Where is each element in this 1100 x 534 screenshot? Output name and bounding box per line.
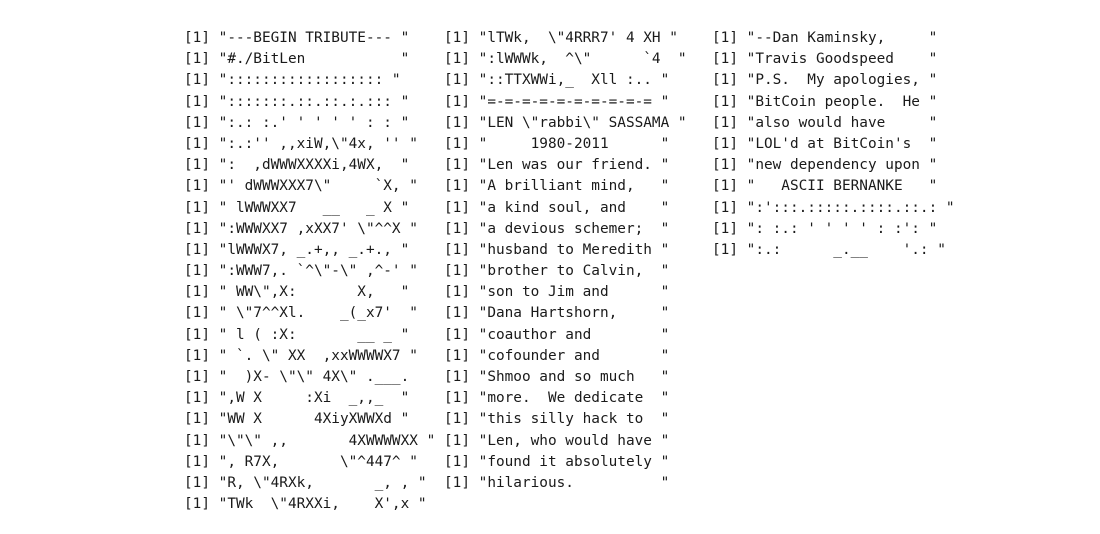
output-line: [1] "a devious schemer; " bbox=[444, 220, 670, 237]
output-line: [1] "TWk \"4RXXi, X',x " bbox=[184, 496, 427, 513]
output-line: [1] ",W X :Xi _,,_ " bbox=[184, 390, 410, 407]
output-line: [1] "coauthor and " bbox=[444, 326, 670, 343]
output-line: [1] " \"7^^Xl. _(_x7' " bbox=[184, 305, 418, 322]
output-column-2: [1] "lTWk, \"4RRR7' 4 XH " [1] ":lWWWk, ^… bbox=[444, 28, 687, 494]
output-line: [1] " ASCII BERNANKE " bbox=[712, 178, 938, 195]
output-line: [1] " lWWWXX7 __ _ X " bbox=[184, 199, 410, 216]
output-line: [1] "' dWWWXXX7\" `X, " bbox=[184, 178, 418, 195]
output-line: [1] "husband to Meredith " bbox=[444, 241, 670, 258]
output-line: [1] ": ,dWWWXXXXi,4WX, " bbox=[184, 157, 410, 174]
output-line: [1] "--Dan Kaminsky, " bbox=[712, 30, 938, 46]
output-line: [1] "Len, who would have " bbox=[444, 432, 670, 449]
output-line: [1] "Shmoo and so much " bbox=[444, 369, 670, 385]
output-line: [1] "\"\" ,, 4XWWWWXX " bbox=[184, 432, 436, 449]
output-line: [1] ":::::::.::.::.:.::: " bbox=[184, 93, 410, 110]
output-line: [1] "LEN \"rabbi\" SASSAMA " bbox=[444, 114, 687, 131]
output-line: [1] "this silly hack to " bbox=[444, 411, 670, 428]
output-line: [1] "lTWk, \"4RRR7' 4 XH " bbox=[444, 30, 678, 46]
output-line: [1] ", R7X, \"^447^ " bbox=[184, 453, 418, 470]
output-line: [1] " )X- \"\" 4X\" .___. bbox=[184, 369, 410, 385]
output-line: [1] " l ( :X: __ _ " bbox=[184, 326, 410, 343]
output-line: [1] ":.: _.__ '.: " bbox=[712, 241, 946, 258]
output-line: [1] "more. We dedicate " bbox=[444, 390, 670, 407]
output-column-3: [1] "--Dan Kaminsky, " [1] "Travis Goodsp… bbox=[712, 28, 955, 261]
output-line: [1] "R, \"4RXk, _, , " bbox=[184, 474, 427, 491]
output-line: [1] ":.:'' ,,xiW,\"4x, '' " bbox=[184, 135, 418, 152]
output-line: [1] "son to Jim and " bbox=[444, 284, 670, 301]
output-line: [1] "also would have " bbox=[712, 114, 938, 131]
output-line: [1] "Len was our friend. " bbox=[444, 157, 670, 174]
output-line: [1] "a kind soul, and " bbox=[444, 199, 670, 216]
output-line: [1] "P.S. My apologies, " bbox=[712, 72, 938, 89]
output-line: [1] "Travis Goodspeed " bbox=[712, 51, 938, 68]
output-line: [1] "new dependency upon " bbox=[712, 157, 938, 174]
output-line: [1] "LOL'd at BitCoin's " bbox=[712, 135, 938, 152]
output-line: [1] "::TTXWWi,_ Xll :.. " bbox=[444, 72, 670, 89]
output-line: [1] "cofounder and " bbox=[444, 347, 670, 364]
output-line: [1] "brother to Calvin, " bbox=[444, 263, 670, 280]
output-column-1: [1] "---BEGIN TRIBUTE--- " [1] "#./BitLen… bbox=[184, 28, 435, 515]
output-line: [1] "WW X 4XiyXWWXd " bbox=[184, 411, 410, 428]
output-line: [1] ":':::.:::::.::::.::.: " bbox=[712, 199, 955, 216]
output-line: [1] ":WWW7,. `^\"-\" ,^-' " bbox=[184, 263, 418, 280]
output-line: [1] "Dana Hartshorn, " bbox=[444, 305, 670, 322]
output-line: [1] " `. \" XX ,xxWWWWX7 " bbox=[184, 347, 418, 364]
output-line: [1] "A brilliant mind, " bbox=[444, 178, 670, 195]
output-line: [1] "BitCoin people. He " bbox=[712, 93, 938, 110]
output-line: [1] "#./BitLen " bbox=[184, 51, 410, 68]
output-line: [1] " 1980-2011 " bbox=[444, 135, 670, 152]
output-line: [1] "lWWWX7, _.+,, _.+., " bbox=[184, 241, 410, 258]
output-line: [1] ": :.: ' ' ' ' : :': " bbox=[712, 220, 938, 237]
output-line: [1] ":WWWXX7 ,xXX7' \"^^X " bbox=[184, 220, 418, 237]
output-line: [1] ":lWWWk, ^\" `4 " bbox=[444, 51, 687, 68]
output-line: [1] ":::::::::::::::::: " bbox=[184, 72, 401, 89]
output-line: [1] "---BEGIN TRIBUTE--- " bbox=[184, 30, 410, 46]
output-line: [1] " WW\",X: X, " bbox=[184, 284, 410, 301]
output-line: [1] "=-=-=-=-=-=-=-=-=-= " bbox=[444, 93, 670, 110]
output-line: [1] "hilarious. " bbox=[444, 474, 670, 491]
output-line: [1] "found it absolutely " bbox=[444, 453, 670, 470]
output-line: [1] ":.: :.' ' ' ' ' : : " bbox=[184, 114, 410, 131]
